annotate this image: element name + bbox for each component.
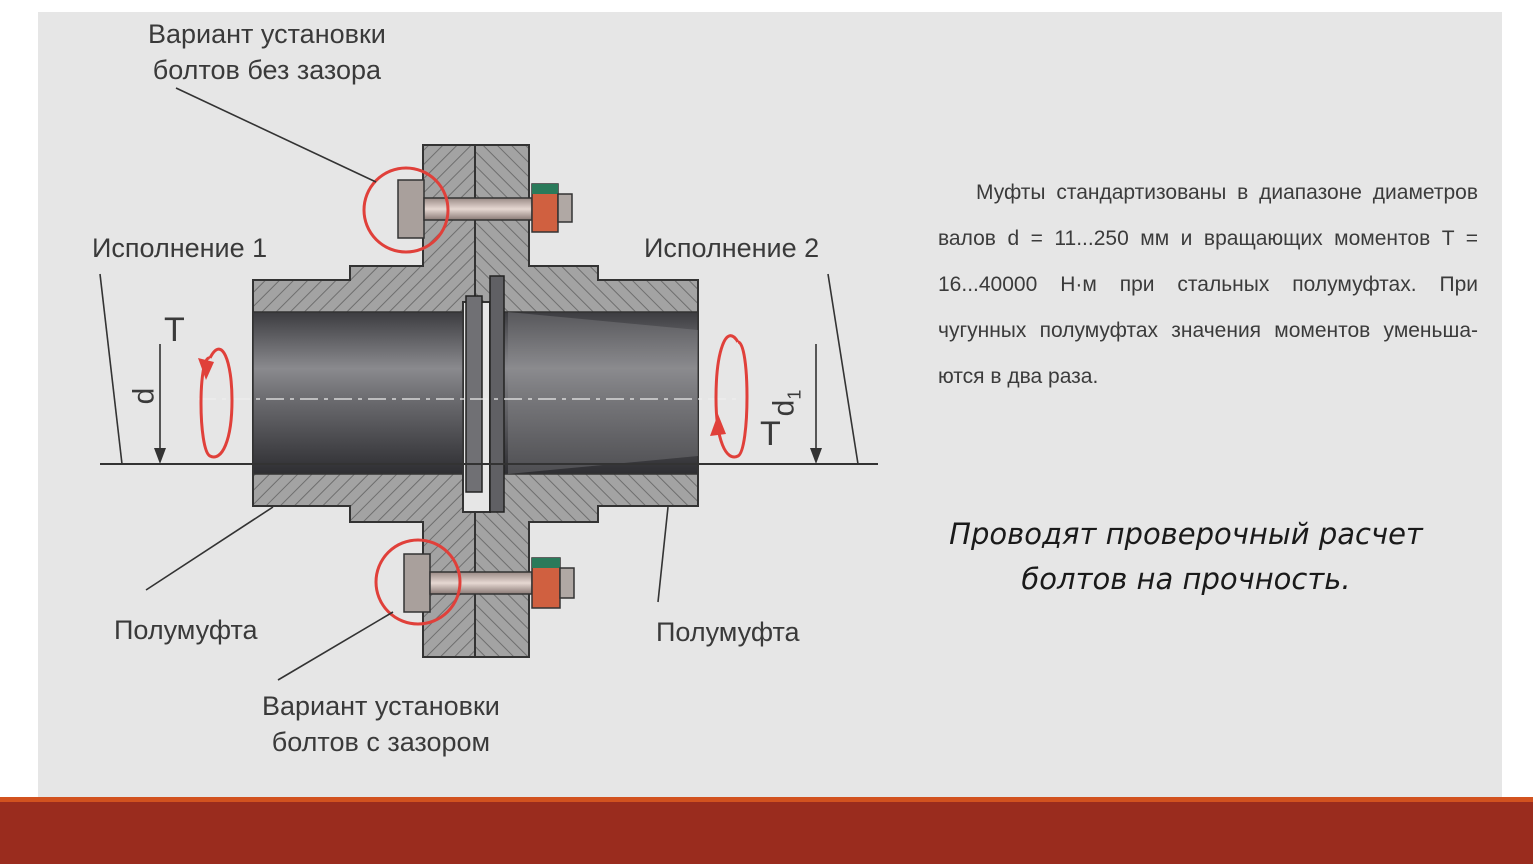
dimension-d-arrow (154, 344, 166, 464)
diameter-symbol-d1: d1 (767, 389, 805, 417)
bottom-bolt (403, 553, 575, 613)
half-coupling-left-label: Полумуфта (114, 615, 258, 645)
footer-bar (0, 797, 1533, 864)
top-bolt (397, 179, 573, 239)
flange-coupling-diagram (99, 87, 878, 681)
technical-drawing-scan: Вариант установки болтов без зазора Испо… (38, 12, 1502, 798)
right-half-coupling (474, 144, 699, 658)
check-calculation-note: Проводят проверочный расчет болтов на пр… (949, 517, 1423, 596)
left-half-coupling (252, 144, 476, 658)
centering-ring (489, 275, 505, 513)
leader-lines (99, 87, 859, 681)
version-1-label: Исполнение 1 (92, 233, 268, 263)
version-2-label: Исполнение 2 (644, 233, 820, 263)
torque-symbol-left: T (164, 311, 185, 349)
bolt-no-gap-highlight-circle (362, 166, 450, 254)
torque-symbol-right: T (760, 415, 781, 453)
standard-range-description: Муфты стандартизованы в диапазоне диамет… (938, 181, 1478, 388)
centering-collar (465, 295, 483, 493)
bolt-no-gap-label: Вариант установки болтов без зазора (148, 19, 386, 85)
diameter-symbol-d: d (127, 387, 161, 405)
half-coupling-right-label: Полумуфта (656, 617, 800, 647)
torque-arrow-right (710, 334, 749, 459)
bolt-with-gap-highlight-circle (374, 538, 462, 626)
dimension-d1-arrow (810, 344, 822, 464)
torque-arrow-left (198, 347, 234, 459)
bolt-with-gap-label: Вариант установки болтов с зазором (262, 691, 500, 757)
